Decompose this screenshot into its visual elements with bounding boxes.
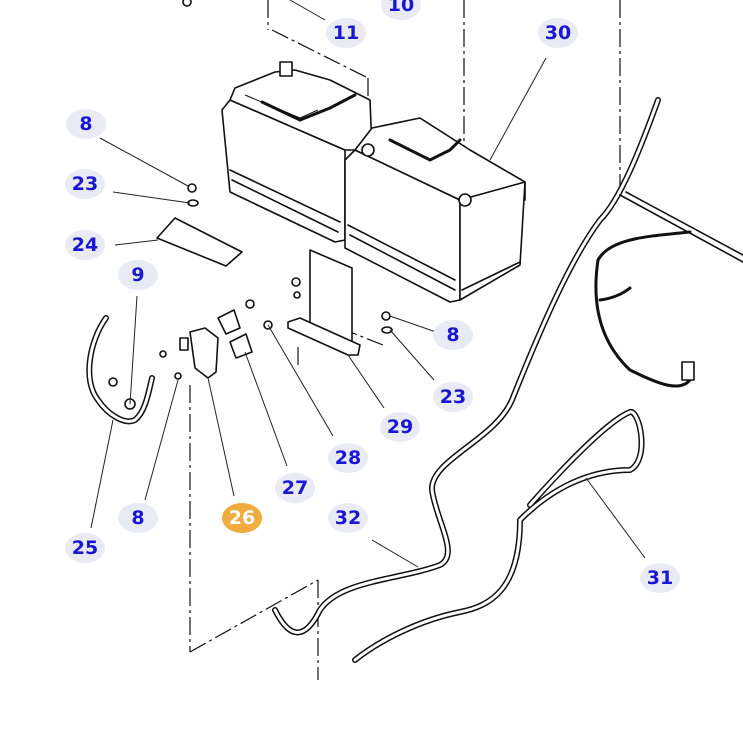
callout-part-26-selected[interactable]: 26 <box>222 503 262 533</box>
callout-part-8[interactable]: 8 <box>433 320 473 350</box>
callout-part-23[interactable]: 23 <box>65 169 105 199</box>
cable-31 <box>352 409 645 663</box>
bracket-29 <box>287 249 361 356</box>
callout-part-30[interactable]: 30 <box>538 18 578 48</box>
leader-lines <box>90 0 646 568</box>
bracket-24 <box>156 217 243 267</box>
callout-part-32[interactable]: 32 <box>328 503 368 533</box>
callout-part-10[interactable]: 10 <box>381 0 421 20</box>
callout-part-24[interactable]: 24 <box>65 230 105 260</box>
callout-part-31[interactable]: 31 <box>640 563 680 593</box>
wiring-harness <box>594 191 743 388</box>
battery-right <box>344 117 526 303</box>
isolator-assembly <box>179 309 253 379</box>
callout-part-25[interactable]: 25 <box>65 533 105 563</box>
cable-25 <box>86 315 155 425</box>
callout-part-8[interactable]: 8 <box>118 503 158 533</box>
callout-part-27[interactable]: 27 <box>275 473 315 503</box>
callout-part-9[interactable]: 9 <box>118 260 158 290</box>
callout-part-28[interactable]: 28 <box>328 443 368 473</box>
assembly-lines <box>189 0 621 680</box>
callout-part-11[interactable]: 11 <box>326 18 366 48</box>
battery-left <box>221 61 373 243</box>
callout-part-8[interactable]: 8 <box>66 109 106 139</box>
callout-part-23[interactable]: 23 <box>433 382 473 412</box>
cable-32 <box>272 97 661 636</box>
callout-part-29[interactable]: 29 <box>380 412 420 442</box>
